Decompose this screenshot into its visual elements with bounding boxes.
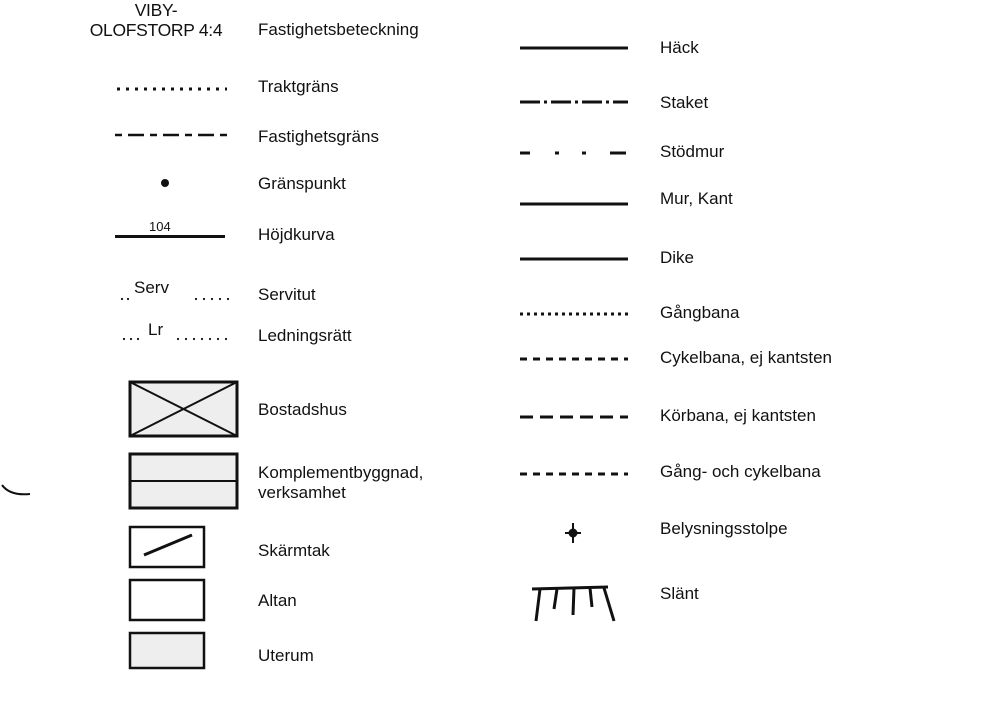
label-dike: Dike [660,248,695,267]
symbol-gangbana [520,312,628,316]
label-gang-cykelbana: Gång- och cykelbana [660,462,821,481]
symbol-servitut: Serv [120,276,235,302]
label-hojdkurva: Höjdkurva [258,225,335,244]
symbol-hojdkurva: 104 [115,218,225,242]
label-cykelbana: Cykelbana, ej kantsten [660,348,832,367]
label-servitut: Servitut [258,285,316,304]
symbol-belysningsstolpe [565,523,581,543]
label-uterum: Uterum [258,646,314,665]
parcel-designation-example: VIBY- OLOFSTORP 4:4 [58,0,254,40]
label-komplementbyggnad: Komplementbyggnad, verksamhet [258,463,423,503]
hojdkurva-line [115,235,225,238]
symbol-korbana [520,415,628,419]
servitut-dots [120,297,230,301]
symbol-komplementbyggnad [128,452,239,510]
symbol-granspunkt [161,179,169,187]
symbol-altan [128,578,206,622]
label-bostadshus: Bostadshus [258,400,347,419]
label-staket: Staket [660,93,709,112]
symbol-ledningsratt: Lr [122,318,237,344]
label-fastighetsbeteckning: Fastighetsbeteckning [258,20,419,39]
symbol-cykelbana [520,357,628,361]
symbol-gang-cykelbana [520,472,628,476]
symbol-staket [520,100,628,104]
label-traktgrans: Traktgräns [258,77,339,96]
symbol-slant [531,585,616,622]
symbol-traktgrans [117,87,227,91]
symbol-bostadshus [128,380,239,438]
symbol-hack [520,46,628,50]
symbol-stodmur [520,151,626,155]
komplementbyggnad-line-2: verksamhet [258,483,346,502]
servitut-text: Serv [134,278,169,297]
label-slant: Slänt [660,584,699,603]
label-stodmur: Stödmur [660,142,725,161]
hojdkurva-value: 104 [148,219,172,234]
label-skarmtak: Skärmtak [258,541,330,560]
label-fastighetsgrans: Fastighetsgräns [258,127,379,146]
ledningsratt-text: Lr [148,320,164,339]
parcel-line-2: OLOFSTORP 4:4 [89,20,223,40]
symbol-uterum [128,631,206,670]
label-mur-kant: Mur, Kant [660,189,733,208]
symbol-dike [520,257,628,261]
komplementbyggnad-line-1: Komplementbyggnad, [258,463,424,482]
label-granspunkt: Gränspunkt [258,174,346,193]
parcel-line-1: VIBY- [134,0,178,20]
symbol-mur-kant [520,202,628,206]
label-ledningsratt: Ledningsrätt [258,326,352,345]
ledningsratt-dots [122,337,228,341]
label-belysningsstolpe: Belysningsstolpe [660,519,788,538]
label-gangbana: Gångbana [660,303,740,322]
symbol-skarmtak [128,525,206,569]
label-altan: Altan [258,591,297,610]
label-hack: Häck [660,38,699,57]
symbol-fastighetsgrans [115,133,227,137]
stray-mark [1,484,31,496]
label-korbana: Körbana, ej kantsten [660,406,816,425]
